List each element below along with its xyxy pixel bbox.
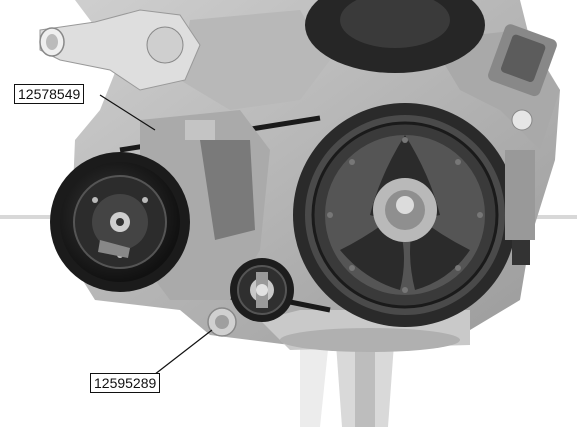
callout-leader-lines [99,94,213,379]
crankshaft-balancer [293,103,517,327]
water-outlet [39,9,201,91]
part-number-label-lower: 12595289 [90,373,161,393]
ac-compressor-clutch [50,152,190,292]
water-pump-pulley [305,0,485,73]
right-accessories [505,109,535,265]
mount-bolt [207,307,237,337]
engine-stand [0,215,577,427]
idler-pulley [230,258,294,322]
part-number-label-upper: 12578549 [14,84,85,104]
